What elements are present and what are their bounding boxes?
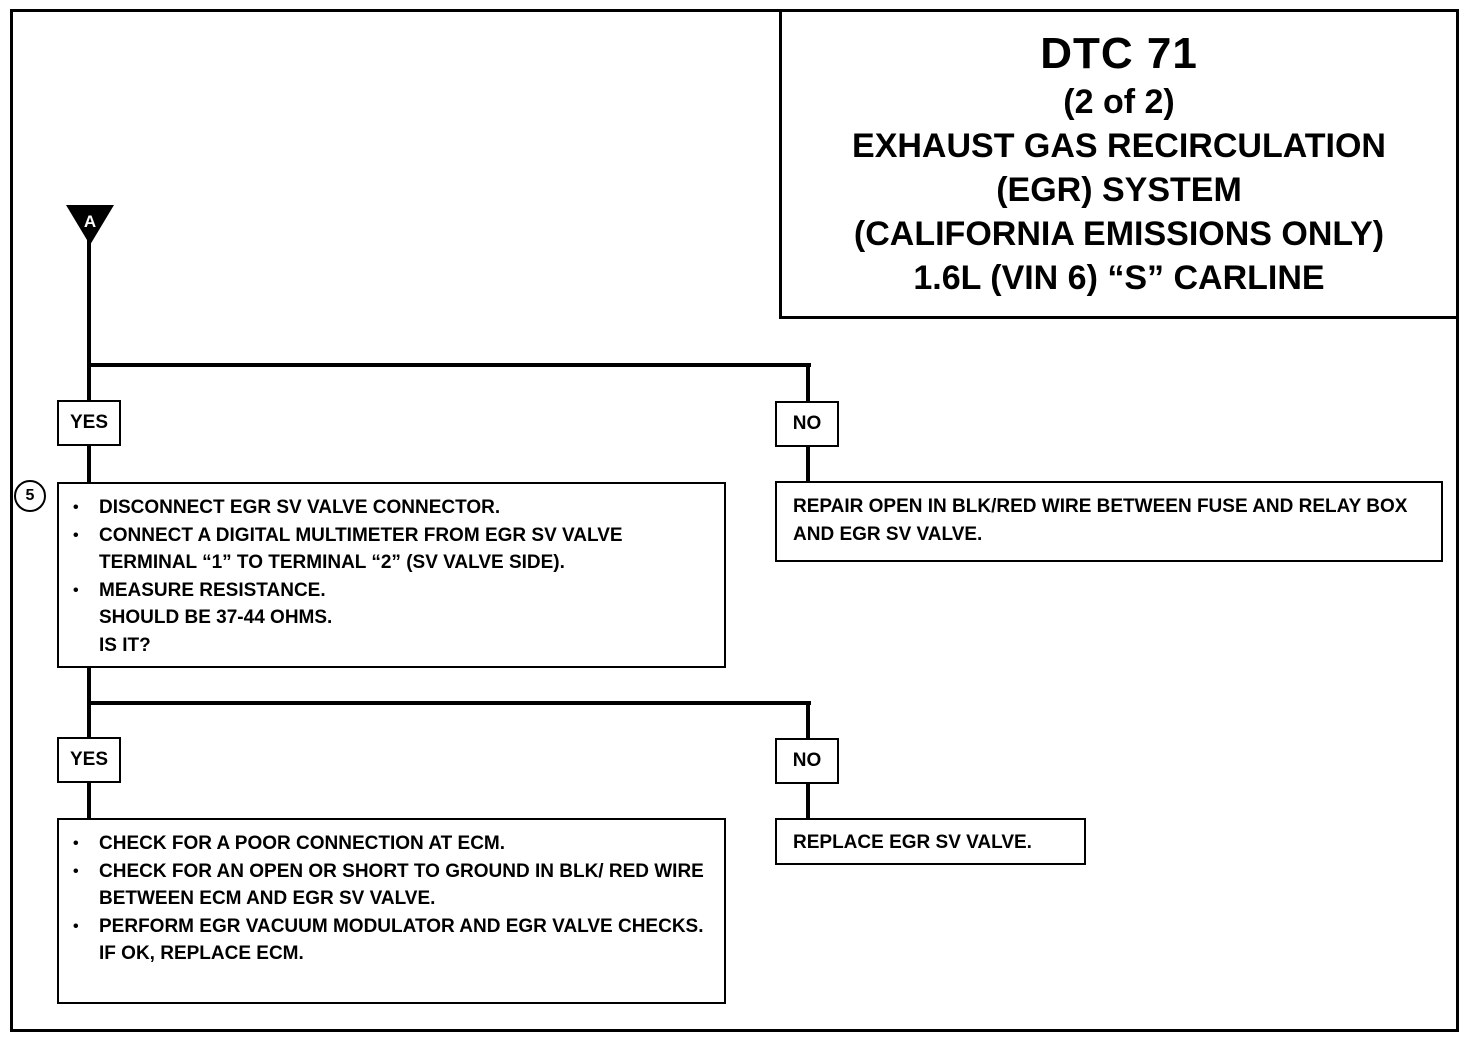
no-label-2: NO xyxy=(775,738,839,784)
step5-question: IS IT? xyxy=(99,634,151,656)
branch-line-1 xyxy=(87,363,811,367)
no1-result-text: REPAIR OPEN IN BLK/RED WIRE BETWEEN FUSE… xyxy=(793,496,1408,545)
yes2-result-box: CHECK FOR A POOR CONNECTION AT ECM. CHEC… xyxy=(57,818,726,1004)
no-label-1: NO xyxy=(775,401,839,447)
title-system-abbrev: (EGR) SYSTEM xyxy=(996,171,1242,209)
connector-letter: A xyxy=(84,212,96,231)
yes-label-1: YES xyxy=(57,400,121,446)
yes2-followup: IF OK, REPLACE ECM. xyxy=(99,943,304,964)
title-emissions: (CALIFORNIA EMISSIONS ONLY) xyxy=(853,215,1385,253)
trunk-line-top xyxy=(87,240,91,482)
yes-label-2: YES xyxy=(57,737,121,783)
yes2-item: PERFORM EGR VACUUM MODULATOR AND EGR VAL… xyxy=(59,913,712,941)
step5-box: DISCONNECT EGR SV VALVE CONNECTOR. CONNE… xyxy=(57,482,726,668)
yes2-item: CHECK FOR A POOR CONNECTION AT ECM. xyxy=(59,830,712,858)
diagram-frame xyxy=(10,9,1459,1032)
title-engine: 1.6L (VIN 6) “S” CARLINE xyxy=(913,259,1325,297)
step5-item: DISCONNECT EGR SV VALVE CONNECTOR. xyxy=(59,494,712,522)
no2-result-text: REPLACE EGR SV VALVE. xyxy=(793,832,1032,853)
step5-item: CONNECT A DIGITAL MULTIMETER FROM EGR SV… xyxy=(59,522,712,577)
step5-spec: SHOULD BE 37-44 OHMS. xyxy=(99,607,333,628)
step-number-badge: 5 xyxy=(14,480,46,512)
connector-a-triangle-icon: A xyxy=(66,205,114,245)
title-block: DTC 71 (2 of 2) EXHAUST GAS RECIRCULATIO… xyxy=(779,9,1459,319)
branch-line-2 xyxy=(87,701,811,705)
title-part: (2 of 2) xyxy=(1063,83,1175,121)
no1-result-box: REPAIR OPEN IN BLK/RED WIRE BETWEEN FUSE… xyxy=(775,481,1443,562)
title-dtc: DTC 71 xyxy=(1040,29,1198,78)
title-system: EXHAUST GAS RECIRCULATION xyxy=(852,127,1386,165)
step5-item: MEASURE RESISTANCE. xyxy=(59,577,712,605)
yes2-item: CHECK FOR AN OPEN OR SHORT TO GROUND IN … xyxy=(59,858,712,913)
no2-result-box: REPLACE EGR SV VALVE. xyxy=(775,818,1086,865)
